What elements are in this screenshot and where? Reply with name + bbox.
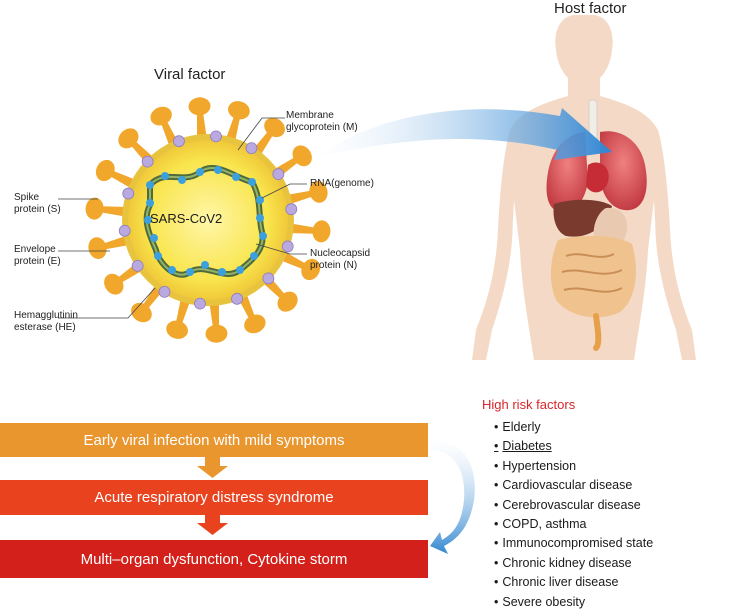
nucleocapsid-bead xyxy=(168,266,176,274)
rna-genome-label: RNA(genome) xyxy=(310,178,374,189)
stage-multi-organ-dysfunction: Multi–organ dysfunction, Cytokine storm xyxy=(0,540,428,578)
risk-item-elderly: Elderly xyxy=(494,418,653,437)
risk-factors-list: Elderly Diabetes Hypertension Cardiovasc… xyxy=(494,418,653,612)
nucleocapsid-bead xyxy=(259,232,267,240)
membrane-protein-dot xyxy=(194,297,206,310)
risk-item-copd-asthma: COPD, asthma xyxy=(494,515,653,534)
stage-early-infection: Early viral infection with mild symptoms xyxy=(0,423,428,457)
risk-item-chronic-liver: Chronic liver disease xyxy=(494,573,653,592)
high-risk-factors-title: High risk factors xyxy=(482,397,576,412)
nucleocapsid-bead xyxy=(250,252,258,260)
membrane-protein-dot xyxy=(272,168,285,181)
envelope-protein-label: Envelope protein (E) xyxy=(14,244,61,267)
down-arrow-2 xyxy=(197,514,228,535)
membrane-protein-dot xyxy=(245,142,258,155)
membrane-protein-dot xyxy=(231,292,243,305)
risk-item-cerebrovascular: Cerebrovascular disease xyxy=(494,496,653,515)
virus-spikes xyxy=(85,97,331,343)
nucleocapsid-bead xyxy=(214,166,222,174)
nucleocapsid-bead xyxy=(256,214,264,222)
nucleocapsid-bead xyxy=(201,261,209,269)
membrane-protein-dot xyxy=(210,130,222,143)
nucleocapsid-bead xyxy=(154,252,162,260)
membrane-protein-dot xyxy=(285,203,298,216)
nucleocapsid-bead xyxy=(146,199,154,207)
spike-protein xyxy=(188,97,211,141)
nucleocapsid-bead xyxy=(186,268,194,276)
sars-cov2-label: SARS-CoV2 xyxy=(150,211,223,226)
virus-leader-lines xyxy=(58,117,307,319)
membrane-protein-dot xyxy=(262,272,275,285)
membrane-protein-dot xyxy=(122,187,135,200)
risk-item-immunocompromised: Immunocompromised state xyxy=(494,534,653,553)
risk-item-diabetes: Diabetes xyxy=(494,437,653,456)
nucleocapsid-bead xyxy=(150,234,158,242)
nucleocapsid-bead xyxy=(248,178,256,186)
progression-curved-arrow xyxy=(430,440,475,554)
membrane-proteins xyxy=(118,130,298,310)
risk-item-cardiovascular: Cardiovascular disease xyxy=(494,476,653,495)
hemagglutinin-esterase-label: Hemagglutinin esterase (HE) xyxy=(14,310,78,333)
nucleocapsid-bead xyxy=(232,173,240,181)
nucleocapsid-proteins xyxy=(144,166,267,276)
membrane-protein-dot xyxy=(281,240,294,253)
nucleocapsid-bead xyxy=(178,176,186,184)
membrane-protein-dot xyxy=(173,135,185,148)
viral-factor-title: Viral factor xyxy=(154,66,226,83)
risk-item-chronic-kidney: Chronic kidney disease xyxy=(494,554,653,573)
risk-item-severe-obesity: Severe obesity xyxy=(494,593,653,612)
nucleocapsid-bead xyxy=(196,168,204,176)
nucleocapsid-protein-label: Nucleocapsid protein (N) xyxy=(310,248,371,271)
down-arrow-1 xyxy=(197,457,228,478)
membrane-protein-dot xyxy=(158,285,171,298)
nucleocapsid-bead xyxy=(144,216,152,224)
risk-item-hypertension: Hypertension xyxy=(494,457,653,476)
stage-ards: Acute respiratory distress syndrome xyxy=(0,480,428,515)
nucleocapsid-bead xyxy=(146,181,154,189)
intestines xyxy=(550,235,636,318)
spike-protein-label: Spike protein (S) xyxy=(14,192,61,215)
spike-protein xyxy=(205,299,228,343)
membrane-protein-dot xyxy=(131,259,144,272)
nucleocapsid-bead xyxy=(218,268,226,276)
nucleocapsid-bead xyxy=(236,266,244,274)
membrane-protein-dot xyxy=(118,224,131,237)
spike-protein xyxy=(85,197,129,220)
spike-protein xyxy=(287,220,331,243)
host-factor-title: Host factor xyxy=(554,0,627,17)
membrane-glycoprotein-label: Membrane glycoprotein (M) xyxy=(286,110,358,133)
membrane-protein-dot xyxy=(141,155,154,168)
heart xyxy=(586,162,609,193)
nucleocapsid-bead xyxy=(161,172,169,180)
right-lung xyxy=(600,131,647,211)
infection-arrow xyxy=(315,108,612,160)
